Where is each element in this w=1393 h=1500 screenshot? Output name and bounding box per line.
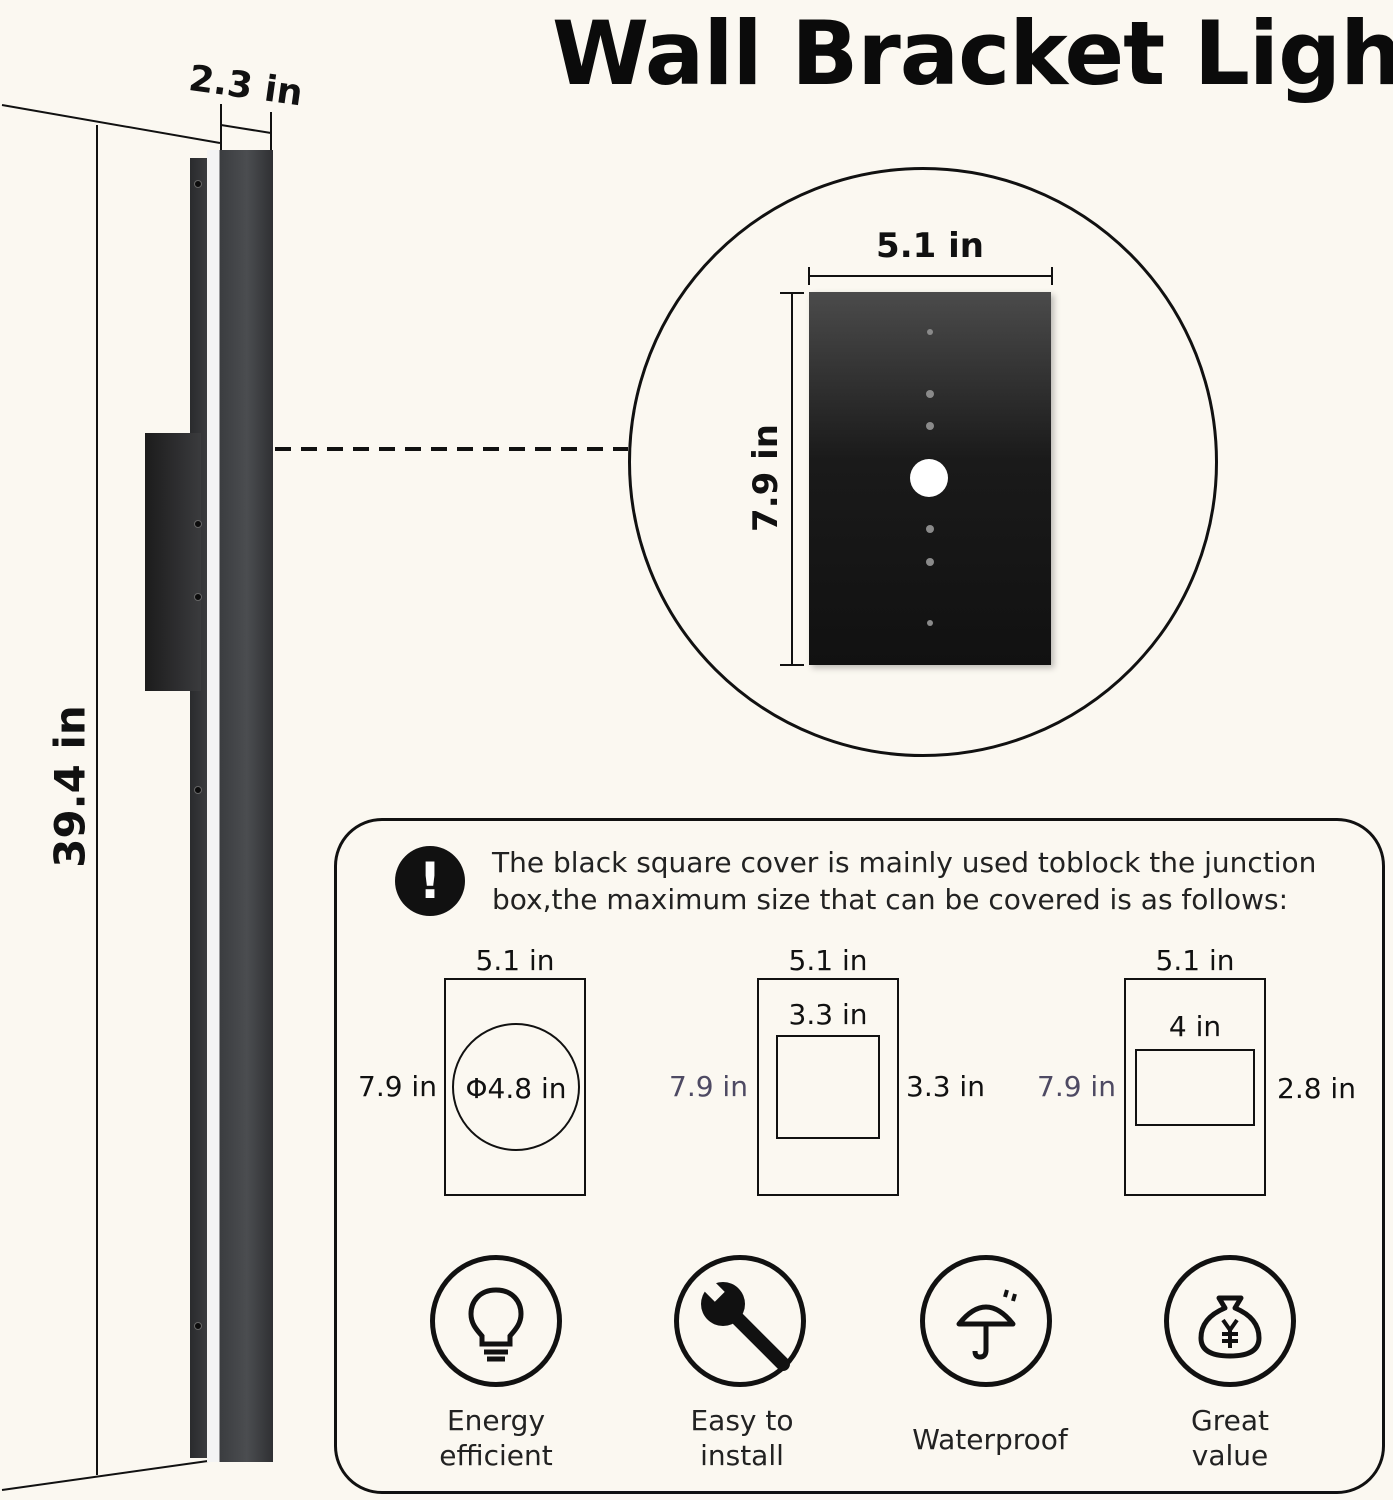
center-hole — [910, 459, 948, 497]
screw-icon — [194, 786, 202, 794]
feature-label-line: value — [1191, 1439, 1269, 1472]
hole-dot — [926, 558, 934, 566]
feature-value-label: Great value — [1120, 1403, 1340, 1473]
hole-dot — [926, 525, 934, 533]
mounting-bracket — [145, 433, 201, 691]
cover3-width-label: 5.1 in — [1155, 944, 1235, 977]
cover2-inner-width-label: 3.3 in — [788, 998, 868, 1031]
feature-label-line: efficient — [439, 1439, 553, 1472]
hole-dot — [926, 422, 934, 430]
round-box-outline — [452, 1023, 580, 1151]
value-feature-badge — [1164, 1255, 1296, 1387]
black-square-cover — [809, 292, 1051, 665]
screw-icon — [194, 180, 202, 188]
lamp-height-label: 39.4 in — [45, 705, 95, 868]
exclamation-icon: ! — [395, 846, 465, 916]
feature-label-line: Great — [1191, 1404, 1269, 1437]
lightbulb-icon — [468, 1287, 524, 1362]
cover2-outline — [757, 978, 899, 1196]
feature-label-line: install — [700, 1439, 784, 1472]
cover3-inner-height-label: 2.8 in — [1277, 1072, 1356, 1105]
hole-dot — [926, 390, 934, 398]
umbrella-icon — [956, 1289, 1017, 1360]
plate-dimension-lines — [780, 267, 1053, 666]
cover1-height-label: 7.9 in — [358, 1070, 437, 1103]
cover3-outline — [1124, 978, 1266, 1196]
dimension-lines — [1, 104, 628, 1491]
feature-install-label: Easy to install — [632, 1403, 852, 1473]
wrench-icon — [699, 1276, 790, 1371]
cover2-height-label: 7.9 in — [669, 1070, 748, 1103]
cover3-height-label: 7.9 in — [1037, 1070, 1116, 1103]
hole-dot — [927, 329, 933, 335]
energy-feature-badge — [430, 1255, 562, 1387]
feature-label-line: Energy — [446, 1404, 546, 1437]
wall-bracket-light — [207, 150, 273, 1462]
screw-icon — [194, 520, 202, 528]
money-bag-icon — [1198, 1295, 1262, 1359]
plate-height-label: 7.9 in — [746, 424, 786, 532]
page-title: Wall Bracket Light — [552, 2, 1393, 105]
note-text: The black square cover is mainly used to… — [492, 846, 1317, 916]
cover2-inner-height-label: 3.3 in — [906, 1070, 985, 1103]
cover2-width-label: 5.1 in — [788, 944, 868, 977]
screw-icon — [194, 1322, 202, 1330]
cover1-outline — [444, 978, 586, 1196]
cover1-diameter-label: Φ4.8 in — [465, 1072, 567, 1105]
plate-width-label: 5.1 in — [876, 226, 984, 266]
rectangle-box-outline — [1135, 1049, 1255, 1126]
screw-icon — [194, 593, 202, 601]
feature-waterproof-label: Waterproof — [912, 1423, 1068, 1456]
cover3-inner-width-label: 4 in — [1168, 1010, 1222, 1043]
square-box-outline — [776, 1035, 880, 1139]
hole-dot — [927, 620, 933, 626]
install-feature-badge — [674, 1255, 806, 1387]
feature-energy-label: Energy efficient — [386, 1403, 606, 1473]
cover1-width-label: 5.1 in — [475, 944, 555, 977]
info-panel — [334, 818, 1385, 1494]
waterproof-feature-badge — [920, 1255, 1052, 1387]
feature-label-line: Easy to — [690, 1404, 794, 1437]
